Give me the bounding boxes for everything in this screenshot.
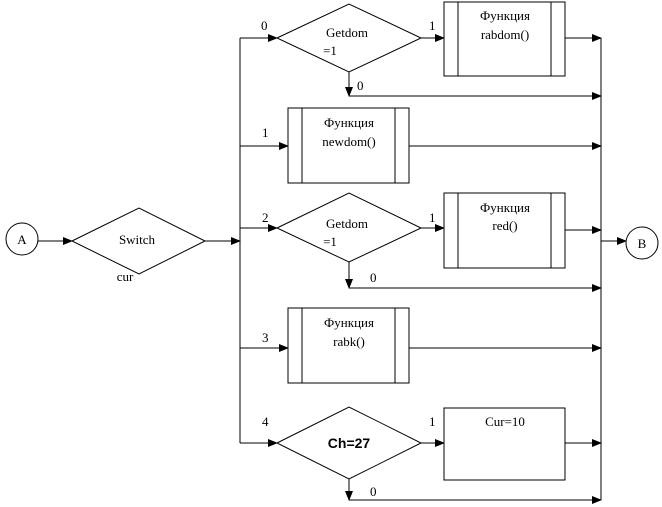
process-rabdom-line2: rabdom() xyxy=(481,27,529,42)
getdom-decision-0-line1: Getdom xyxy=(326,25,368,40)
process-cur10 xyxy=(443,407,566,481)
end-connector-label: B xyxy=(638,236,647,251)
decision-4-false-label: 0 xyxy=(370,484,377,499)
end-connector xyxy=(625,226,659,260)
process-cur10-label: Cur=10 xyxy=(485,414,525,429)
decision-0-false-label: 0 xyxy=(357,78,364,93)
decision-4-true-label: 1 xyxy=(429,414,436,429)
process-newdom xyxy=(287,107,410,184)
process-rabk-line1: Функция xyxy=(324,315,374,330)
start-connector-label: A xyxy=(17,232,27,247)
case-4-label: 4 xyxy=(262,414,269,429)
getdom-decision-2-line1: Getdom xyxy=(326,216,368,231)
process-rabk xyxy=(287,307,410,384)
getdom-decision-0-line2: =1 xyxy=(323,43,337,58)
getdom-decision-2-line2: =1 xyxy=(323,234,337,249)
process-rabdom xyxy=(443,1,566,77)
decision-2-false-label: 0 xyxy=(370,270,377,285)
start-connector xyxy=(5,222,39,256)
decision-0-true-label: 1 xyxy=(429,18,436,33)
case-1-label: 1 xyxy=(262,125,269,140)
decision-2-true-label: 1 xyxy=(429,210,436,225)
process-red-line2: red() xyxy=(492,218,517,233)
process-newdom-line1: Функция xyxy=(324,115,374,130)
process-red-line1: Функция xyxy=(480,200,530,215)
case-3-label: 3 xyxy=(262,330,269,345)
process-newdom-line2: newdom() xyxy=(322,134,375,149)
switch-variable-label: cur xyxy=(117,269,134,284)
ch27-decision-label: Ch=27 xyxy=(328,435,371,451)
case-2-label: 2 xyxy=(262,210,269,225)
process-rabdom-line1: Функция xyxy=(480,8,530,23)
switch-label: Switch xyxy=(119,232,156,247)
process-rabk-line2: rabk() xyxy=(333,334,365,349)
case-0-label: 0 xyxy=(261,18,268,33)
